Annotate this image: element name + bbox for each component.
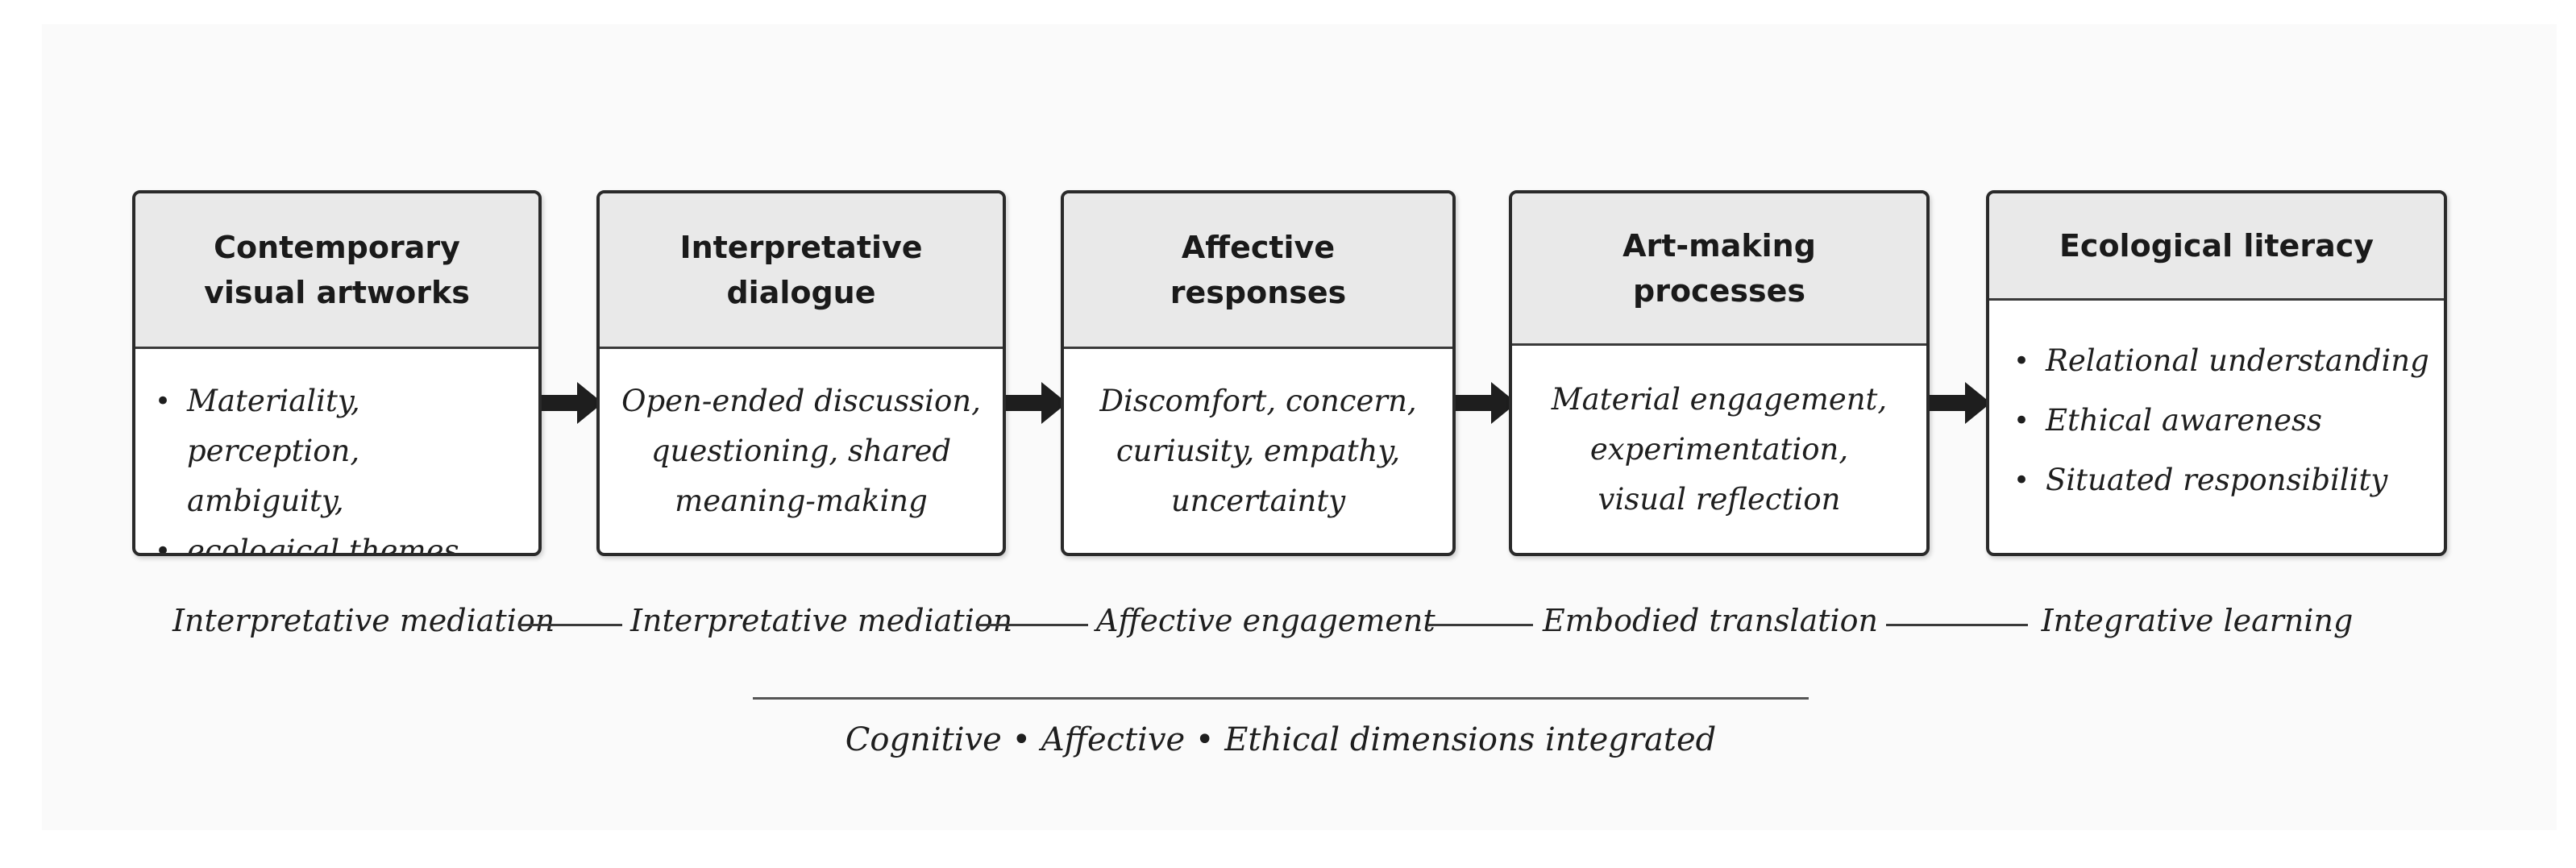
stage-header: Ecological literacy	[1989, 193, 2444, 301]
stage-body-line: curiusity, empathy,	[1116, 433, 1401, 468]
stage-title-line: dialogue	[726, 275, 876, 310]
stage-title-line: Interpretative	[679, 230, 923, 265]
stage-title-line: visual artworks	[204, 275, 470, 310]
bullet-text: Materiality, perception,	[187, 384, 360, 468]
stage-body: Discomfort, concern, curiusity, empathy,…	[1064, 349, 1452, 553]
stage-header: Interpretative dialogue	[600, 193, 1003, 349]
list-item: • Relational understanding	[2013, 331, 2444, 391]
stage-title-line: Contemporary	[214, 230, 460, 265]
bullet-icon: •	[2013, 464, 2030, 496]
stage-label: Interpretative mediation	[172, 603, 555, 638]
footer-divider	[753, 697, 1809, 700]
bullet-text: Ethical awareness	[2046, 403, 2322, 438]
stage-title-line: Affective	[1181, 230, 1336, 265]
connector-line	[519, 624, 622, 626]
stage-label: Embodied translation	[1543, 603, 1878, 638]
bullet-icon: •	[2013, 345, 2030, 377]
stage-body-line: Open-ended discussion,	[621, 383, 981, 418]
right-arrow-icon	[1006, 382, 1067, 424]
stage-header: Contemporary visual artworks	[135, 193, 538, 349]
stage-body-line: questioning, shared	[650, 433, 952, 468]
bullet-text: ecological themes	[187, 534, 459, 556]
stage-body-line: meaning-making	[675, 483, 928, 518]
right-arrow-icon	[1456, 382, 1517, 424]
bullet-text: Relational understanding	[2046, 343, 2429, 378]
bullet-icon: •	[2013, 405, 2030, 437]
stage-body-line: Discomfort, concern,	[1099, 383, 1417, 418]
connector-line	[1428, 624, 1533, 626]
stage-header: Art-making processes	[1512, 193, 1926, 346]
stage-body-line: uncertainty	[1170, 483, 1346, 518]
stage-label: Integrative learning	[2041, 603, 2354, 638]
stage-body: Open-ended discussion, questioning, shar…	[600, 349, 1003, 553]
stage-box-dialogue: Interpretative dialogue Open-ended discu…	[596, 190, 1006, 556]
list-item: • Ethical awareness	[2013, 391, 2444, 451]
list-item: • Situated responsibility	[2013, 451, 2444, 510]
stage-header: Affective responses	[1064, 193, 1452, 349]
stage-body-line: experimentation,	[1589, 431, 1849, 467]
stage-title-line: Ecological literacy	[2059, 228, 2374, 264]
stage-label: Affective engagement	[1096, 603, 1435, 638]
stage-body: Material engagement, experimentation, vi…	[1512, 346, 1926, 553]
bullet-text: Situated responsibility	[2046, 463, 2388, 497]
list-item: • ecological themes	[155, 526, 538, 556]
stage-box-ecological-literacy: Ecological literacy • Relational underst…	[1986, 190, 2447, 556]
stage-body: • Materiality, perception, ambiguity, • …	[135, 349, 538, 553]
list-item: • Materiality, perception, ambiguity,	[155, 376, 538, 526]
footer-caption: Cognitive • Affective • Ethical dimensio…	[845, 721, 1717, 758]
right-arrow-icon	[542, 382, 603, 424]
stage-body-line: Material engagement,	[1551, 381, 1888, 417]
connector-line	[977, 624, 1088, 626]
stage-title-line: Art-making	[1622, 228, 1816, 264]
stage-box-art-making: Art-making processes Material engagement…	[1509, 190, 1930, 556]
bullet-text: ambiguity,	[187, 484, 344, 518]
stage-title-line: processes	[1633, 273, 1805, 309]
bullet-icon: •	[155, 535, 172, 556]
stage-body-line: visual reflection	[1598, 481, 1841, 517]
stage-label: Interpretative mediation	[630, 603, 1013, 638]
right-arrow-icon	[1930, 382, 1991, 424]
stage-body: • Relational understanding • Ethical awa…	[1989, 301, 2444, 553]
connector-line	[1886, 624, 2028, 626]
stage-box-artworks: Contemporary visual artworks • Materiali…	[132, 190, 542, 556]
stage-title-line: responses	[1170, 275, 1347, 310]
stage-box-affective: Affective responses Discomfort, concern,…	[1061, 190, 1456, 556]
bullet-icon: •	[155, 385, 172, 417]
